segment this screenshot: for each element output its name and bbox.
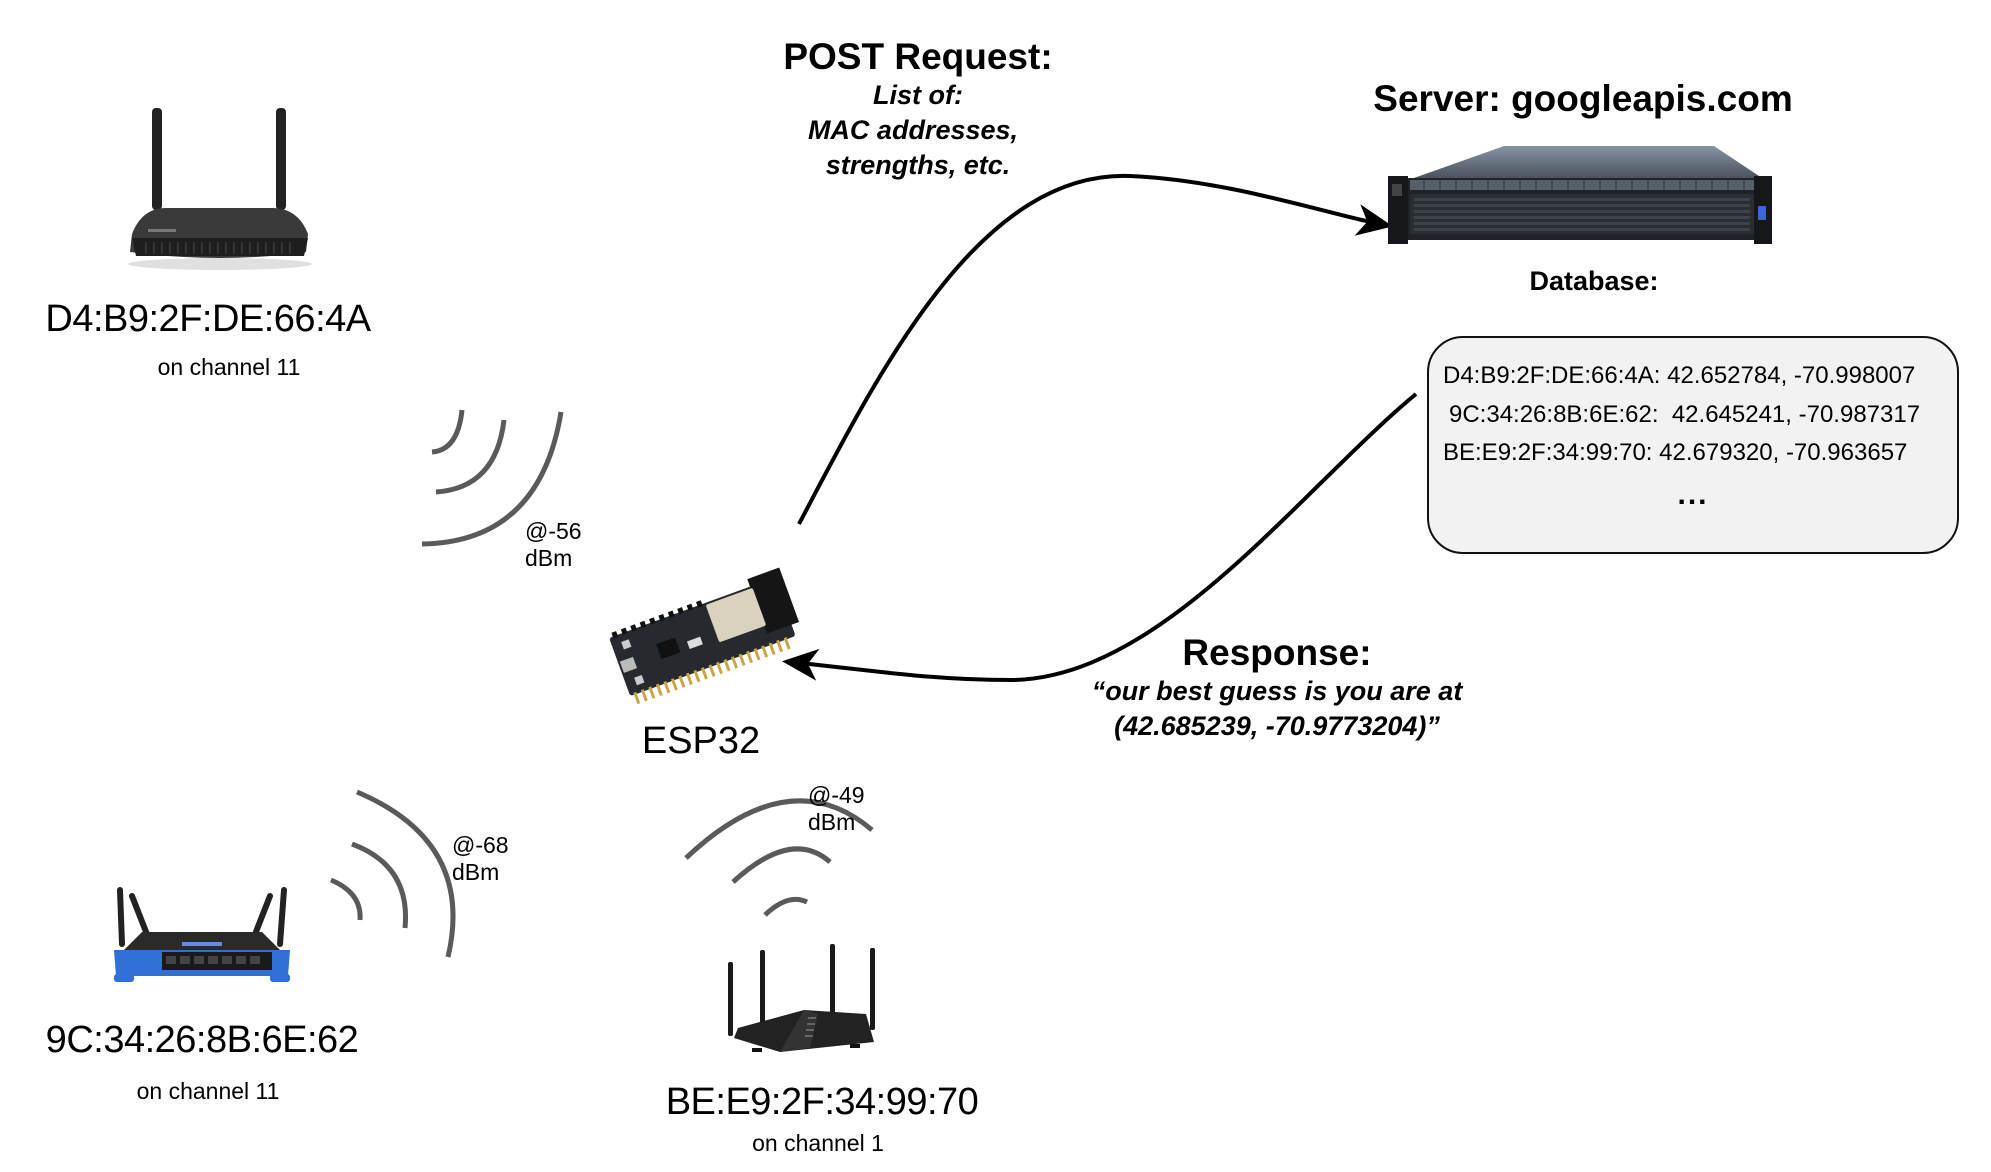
post-request-line-1: List of:: [873, 80, 963, 110]
database-label: Database:: [1529, 266, 1659, 296]
ap3-channel: on channel 1: [752, 1130, 884, 1156]
response-label: Response: “our best guess is you are at …: [1092, 632, 1463, 744]
signal-arcs-ap1: [421, 409, 564, 547]
server-rack-icon: [1388, 146, 1772, 244]
database-row-coords: 42.645241, -70.987317: [1665, 401, 1921, 428]
ap3-mac-address: BE:E9:2F:34:99:70: [665, 1081, 979, 1123]
ap3-signal-strength: @-49 dBm: [808, 782, 865, 835]
response-title: Response:: [1182, 632, 1372, 673]
database-more-ellipsis: ...: [1677, 478, 1709, 511]
ap2-mac-address: 9C:34:26:8B:6E:62: [45, 1019, 359, 1061]
router-icon: [128, 108, 312, 270]
signal-arc-small: [763, 896, 809, 917]
post-request-title: POST Request:: [783, 36, 1053, 77]
post-request-label: POST Request: List of: MAC addresses, st…: [783, 36, 1052, 183]
response-arrow: [782, 392, 1418, 683]
signal-arc-small: [431, 409, 465, 455]
ap1-channel: on channel 11: [157, 354, 301, 380]
post-request-arrow: [797, 173, 1393, 525]
signal-arcs-ap2: [329, 789, 456, 958]
esp32-board-icon: [609, 567, 800, 705]
database-row-coords: 42.652784, -70.998007: [1667, 362, 1916, 389]
database-row: D4:B9:2F:DE:66:4A: 42.652784, -70.998007: [1443, 362, 1915, 390]
database-table: D4:B9:2F:DE:66:4A: 42.652784, -70.998007…: [1427, 336, 1959, 554]
response-line-1: “our best guess is you are at: [1091, 676, 1463, 706]
router-icon: [114, 887, 290, 982]
signal-arc-large: [421, 411, 564, 547]
post-request-line-3: strengths, etc.: [825, 150, 1011, 180]
post-request-line-2: MAC addresses,: [807, 115, 1019, 145]
ap1-signal-strength: @-56 dBm: [525, 518, 582, 571]
database-row-coords: 42.679320, -70.963657: [1659, 439, 1908, 466]
database-row: BE:E9:2F:34:99:70: 42.679320, -70.963657: [1443, 439, 1907, 467]
ap1-mac-address: D4:B9:2F:DE:66:4A: [45, 298, 371, 340]
signal-arc-large: [684, 798, 874, 860]
router-icon: [728, 944, 875, 1052]
signal-arc-medium: [351, 841, 409, 929]
signal-arc-large: [356, 789, 456, 958]
signal-arcs-ap3: [684, 798, 874, 917]
response-line-2: (42.685239, -70.9773204)”: [1114, 711, 1440, 741]
esp32-label: ESP32: [641, 720, 761, 762]
database-row-mac: 9C:34:26:8B:6E:62:: [1449, 401, 1659, 428]
signal-arc-small: [329, 877, 363, 921]
ap2-signal-strength: @-68 dBm: [452, 832, 509, 885]
server-title: Server: googleapis.com: [1373, 78, 1793, 119]
database-row: 9C:34:26:8B:6E:62: 42.645241, -70.987317: [1449, 401, 1920, 429]
database-row-mac: D4:B9:2F:DE:66:4A:: [1443, 362, 1661, 389]
ap2-channel: on channel 11: [136, 1078, 280, 1104]
signal-arc-medium: [731, 846, 832, 884]
database-row-mac: BE:E9:2F:34:99:70:: [1443, 439, 1653, 466]
signal-arc-medium: [435, 419, 507, 495]
